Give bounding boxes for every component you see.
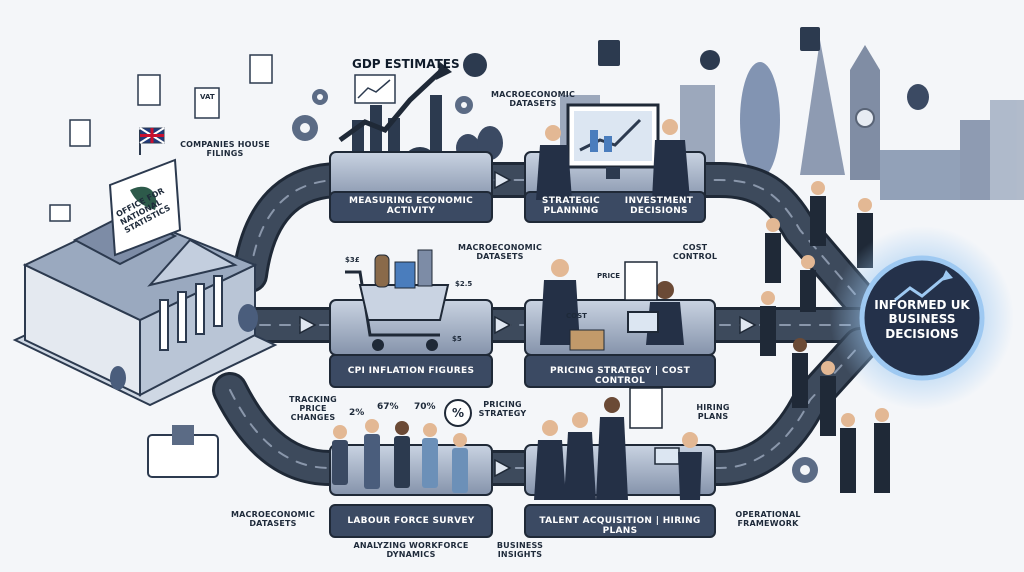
vat-document-label: VAT	[200, 93, 215, 101]
document-icon	[49, 54, 273, 222]
macro-datasets-bottom-left: MACROECONOMIC DATASETS	[230, 510, 316, 529]
gdp-estimates-title: GDP ESTIMATES	[352, 57, 460, 71]
stat-70-percent: 70%	[414, 402, 436, 412]
flag-icon	[139, 127, 165, 144]
informed-uk-business-decisions-title: INFORMED UK BUSINESS DECISIONS	[874, 298, 970, 341]
percent-symbol: %	[452, 406, 465, 420]
pricing-strategy-label: PRICING STRATEGY	[478, 400, 527, 419]
panel-pricing-strategy-cost-control: PRICING STRATEGY | COST CONTROL	[549, 366, 691, 387]
price-tag-4: PRICE	[597, 272, 621, 280]
panel-talent-acquisition-hiring-plans: TALENT ACQUISITION | HIRING PLANS	[539, 516, 701, 537]
price-tag-2: $2.5	[455, 280, 473, 288]
flow-arrows	[299, 170, 757, 478]
cost-control-label: COST CONTROL	[672, 243, 718, 262]
presentation-monitor	[566, 103, 660, 179]
stat-67-percent: 67%	[377, 402, 399, 412]
analyzing-workforce-dynamics-label: ANALYZING WORKFORCE DYNAMICS	[353, 541, 469, 560]
tracking-price-changes-label: TRACKING PRICE CHANGES	[289, 395, 337, 423]
interview-people	[534, 387, 702, 500]
workforce-people	[332, 419, 468, 493]
calculator-icon	[598, 27, 820, 66]
panel-labour-force-survey: LABOUR FORCE SURVEY	[347, 516, 475, 526]
companies-house-label: COMPANIES HOUSE FILINGS	[180, 140, 270, 159]
percent-icon	[444, 399, 472, 427]
crowd-of-professionals	[760, 181, 890, 493]
macro-datasets-row2-label: MACROECONOMIC DATASETS	[457, 243, 543, 262]
price-tag-5: COST	[566, 312, 587, 320]
clipboard-icon	[147, 425, 219, 478]
business-insights-label: BUSINESS INSIGHTS	[496, 541, 544, 560]
gear-icon	[292, 89, 818, 483]
stat-2-percent: 2%	[349, 408, 365, 418]
price-tag-1: $3£	[345, 256, 360, 264]
shopping-cart	[345, 249, 450, 351]
business-people	[536, 119, 690, 200]
ons-building	[12, 127, 278, 407]
cashier-and-analyst	[540, 259, 684, 351]
panel-investment-decisions: INVESTMENT DECISIONS	[624, 196, 694, 217]
panel-measuring-economic-activity: MEASURING ECONOMIC ACTIVITY	[348, 196, 474, 217]
destination-badge	[830, 226, 1014, 410]
operational-framework-label: OPERATIONAL FRAMEWORK	[735, 510, 801, 529]
panel-cpi-inflation-figures: CPI INFLATION FIGURES	[347, 366, 475, 376]
hiring-plans-label: HIRING PLANS	[696, 403, 730, 422]
macro-datasets-row1-label: MACROECONOMIC DATASETS	[490, 90, 576, 109]
dollar-coin-icon	[700, 50, 720, 70]
panel-strategic-planning: STRATEGIC PLANNING	[541, 196, 601, 217]
price-tag-3: $5	[452, 335, 462, 343]
